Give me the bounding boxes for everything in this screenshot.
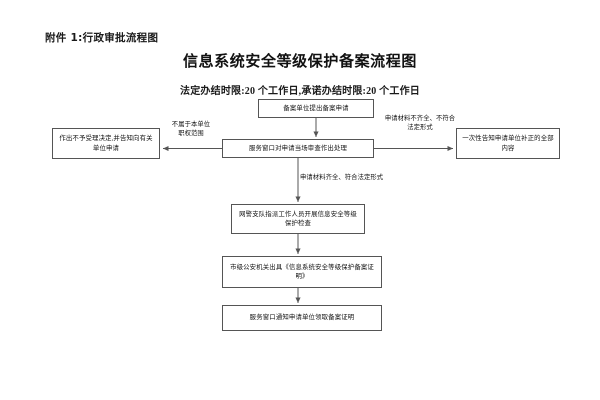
node-reject-decision: 作出不予受理决定,并告知向有关单位申请	[52, 128, 160, 159]
node-submit-application: 备案单位提出备案申请	[258, 99, 374, 118]
edge-label-incomplete-line1: 申请材料不齐全、不符合	[384, 115, 456, 122]
edge-label-out-of-scope-line1: 不属于本单位	[171, 121, 211, 128]
attachment-label: 附件 1:行政审批流程图	[45, 32, 159, 44]
edge-label-complete-materials: 申请材料齐全、符合法定形式	[300, 174, 384, 181]
node-security-inspection: 网警支队指派工作人员开展信息安全等级保护检查	[231, 204, 365, 234]
processing-deadline-subtitle: 法定办结时限:20 个工作日,承诺办结时限:20 个工作日	[180, 86, 420, 97]
page-title: 信息系统安全等级保护备案流程图	[182, 52, 417, 70]
node-service-window-review: 服务窗口对申请当场审查作出处理	[222, 139, 374, 158]
edge-label-incomplete-materials: 申请材料不齐全、不符合 法定形式	[372, 114, 468, 132]
node-notify-correction: 一次性告知申请单位补正的全部内容	[456, 128, 560, 159]
node-collect-certificate: 服务窗口通知申请单位领取备案证明	[222, 305, 382, 331]
node-issue-certificate: 市级公安机关出具《信息系统安全等级保护备案证明》	[222, 256, 382, 288]
edge-label-incomplete-line2: 法定形式	[407, 124, 433, 132]
edge-label-out-of-scope-line2: 职权范围	[178, 130, 204, 138]
edge-label-out-of-scope: 不属于本单位 职权范围	[156, 120, 226, 138]
